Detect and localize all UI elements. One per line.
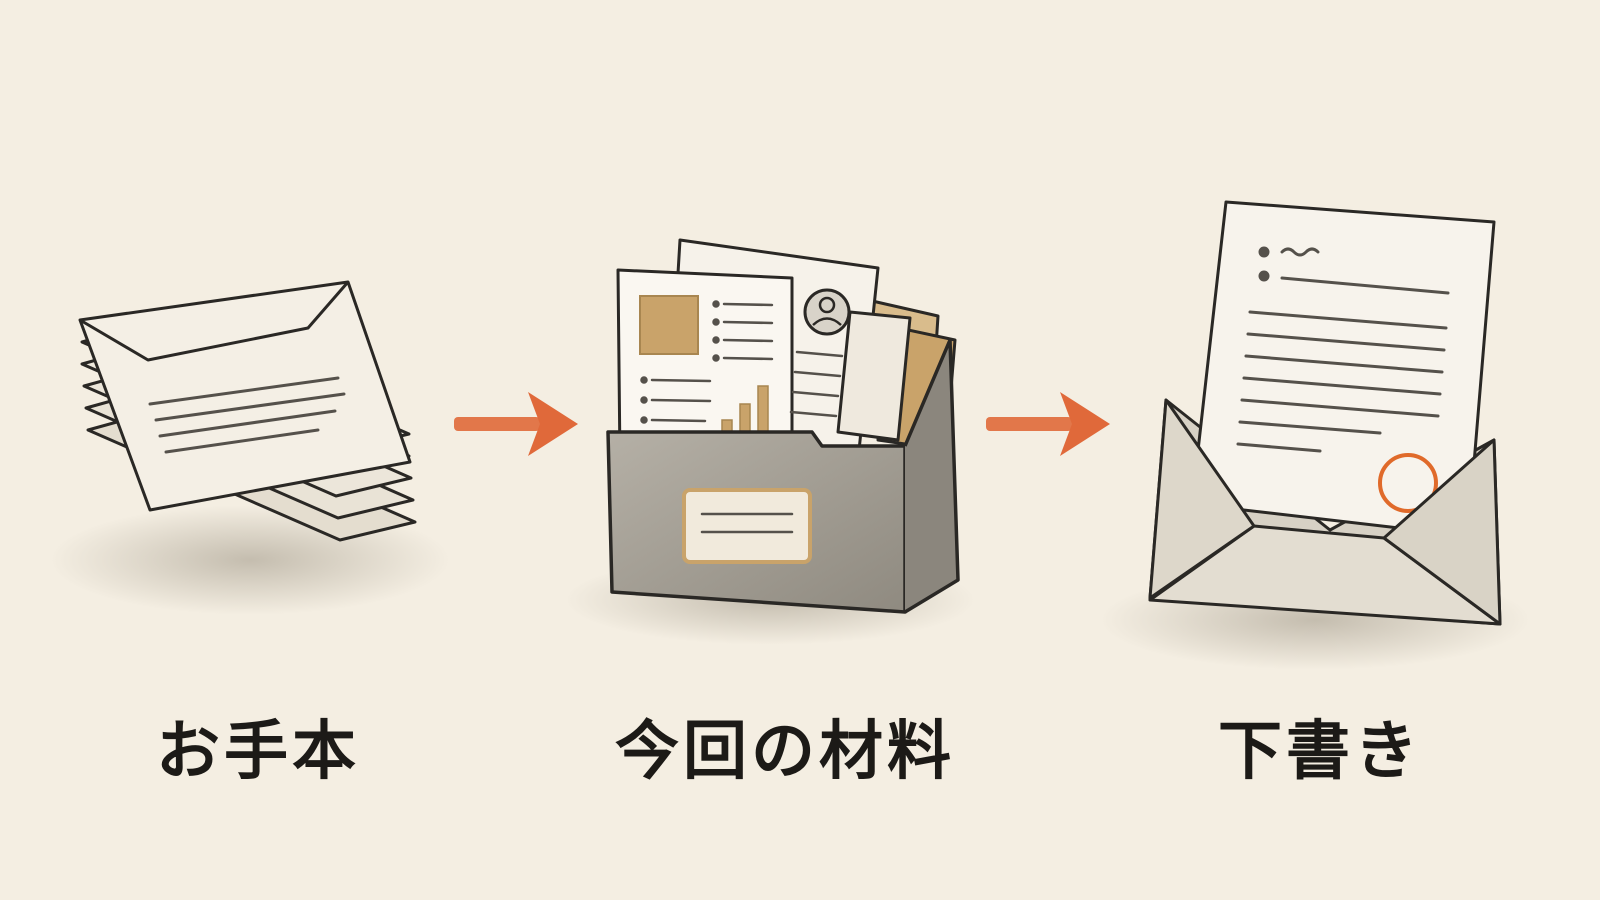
step-label-example: お手本 — [156, 714, 360, 789]
arrow-right-icon — [986, 392, 1110, 456]
envelope-stack-icon — [50, 280, 450, 615]
avatar-icon — [803, 288, 851, 336]
step-label-draft: 下書き — [1218, 714, 1422, 789]
image-placeholder-icon — [639, 295, 699, 355]
seal-stamp-icon — [1378, 453, 1438, 513]
document-folder-icon — [565, 238, 975, 645]
step-label-materials: 今回の材料 — [615, 714, 955, 789]
letter-in-envelope-icon — [1100, 200, 1530, 670]
arrow-right-icon — [454, 392, 578, 456]
folder-label — [682, 488, 812, 564]
